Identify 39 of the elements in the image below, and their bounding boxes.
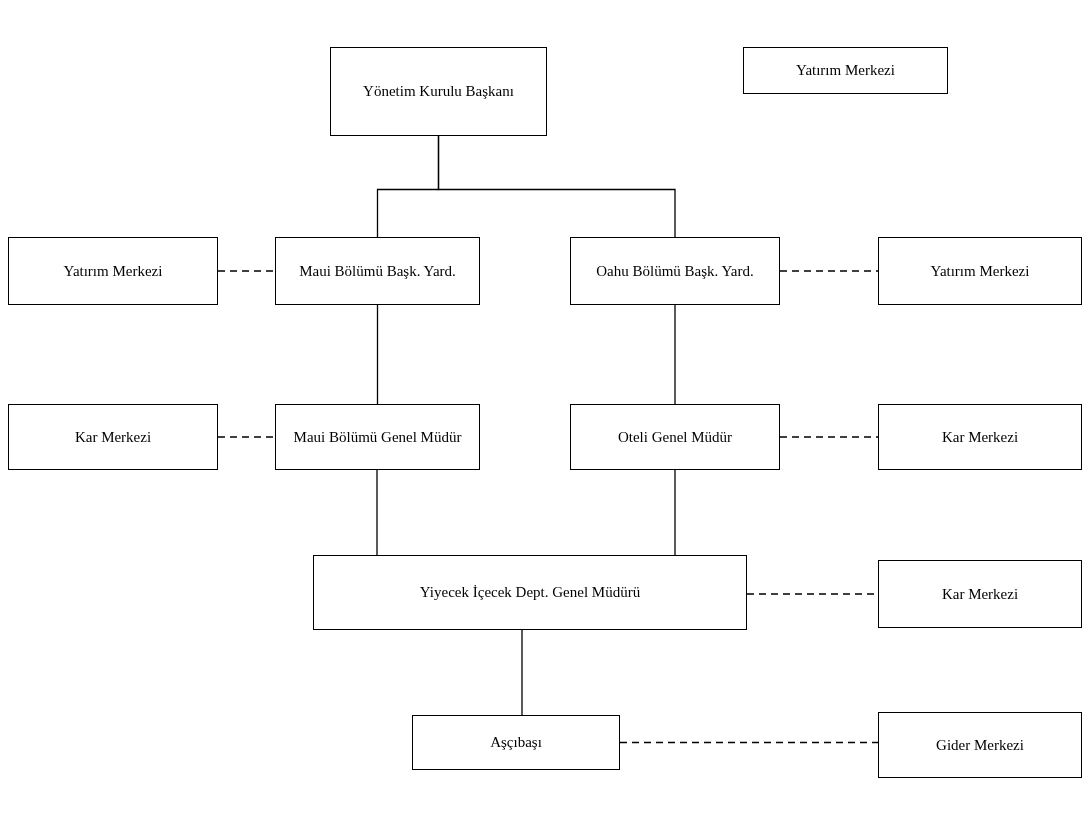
connector-line bbox=[674, 304, 676, 405]
box-label: Kar Merkezi bbox=[940, 427, 1020, 447]
org-box bbox=[743, 47, 948, 94]
box-label: Yatırım Merkezi bbox=[62, 261, 164, 281]
box-label: Kar Merkezi bbox=[940, 584, 1020, 604]
org-box bbox=[878, 712, 1082, 778]
box-label: Kar Merkezi bbox=[73, 427, 153, 447]
org-box bbox=[878, 237, 1082, 305]
connector-line bbox=[674, 469, 676, 556]
org-box bbox=[330, 47, 547, 136]
box-label: Yatırım Merkezi bbox=[795, 61, 896, 81]
box-label: Oahu Bölümü Başk. Yard. bbox=[595, 261, 755, 281]
box-label: Yatırım Merkezi bbox=[929, 261, 1031, 281]
connector-line bbox=[376, 469, 378, 556]
dashed-connector bbox=[779, 436, 879, 438]
dashed-connector bbox=[779, 270, 879, 272]
dashed-connector bbox=[217, 436, 276, 438]
org-box bbox=[878, 404, 1082, 470]
org-box bbox=[878, 560, 1082, 628]
dashed-connector bbox=[619, 741, 879, 744]
box-label: Aşçıbaşı bbox=[489, 733, 543, 753]
box-label: Gider Merkezi bbox=[935, 735, 1025, 755]
org-box bbox=[570, 237, 780, 305]
org-box bbox=[8, 237, 218, 305]
org-box bbox=[8, 404, 218, 470]
connector-line bbox=[376, 304, 379, 405]
org-box bbox=[275, 237, 480, 305]
org-box bbox=[570, 404, 780, 470]
org-box bbox=[313, 555, 747, 630]
box-label: Maui Bölümü Genel Müdür bbox=[292, 427, 463, 447]
box-label: Yiyecek İçecek Dept. Genel Müdürü bbox=[418, 583, 642, 603]
dashed-connector bbox=[217, 270, 276, 272]
box-label: Maui Bölümü Başk. Yard. bbox=[298, 261, 457, 281]
connector-line bbox=[437, 135, 676, 238]
box-label: Oteli Genel Müdür bbox=[616, 427, 734, 447]
org-box bbox=[412, 715, 620, 770]
connector-line bbox=[521, 629, 523, 716]
org-box bbox=[275, 404, 480, 470]
box-label: Yönetim Kurulu Başkanı bbox=[362, 82, 515, 102]
